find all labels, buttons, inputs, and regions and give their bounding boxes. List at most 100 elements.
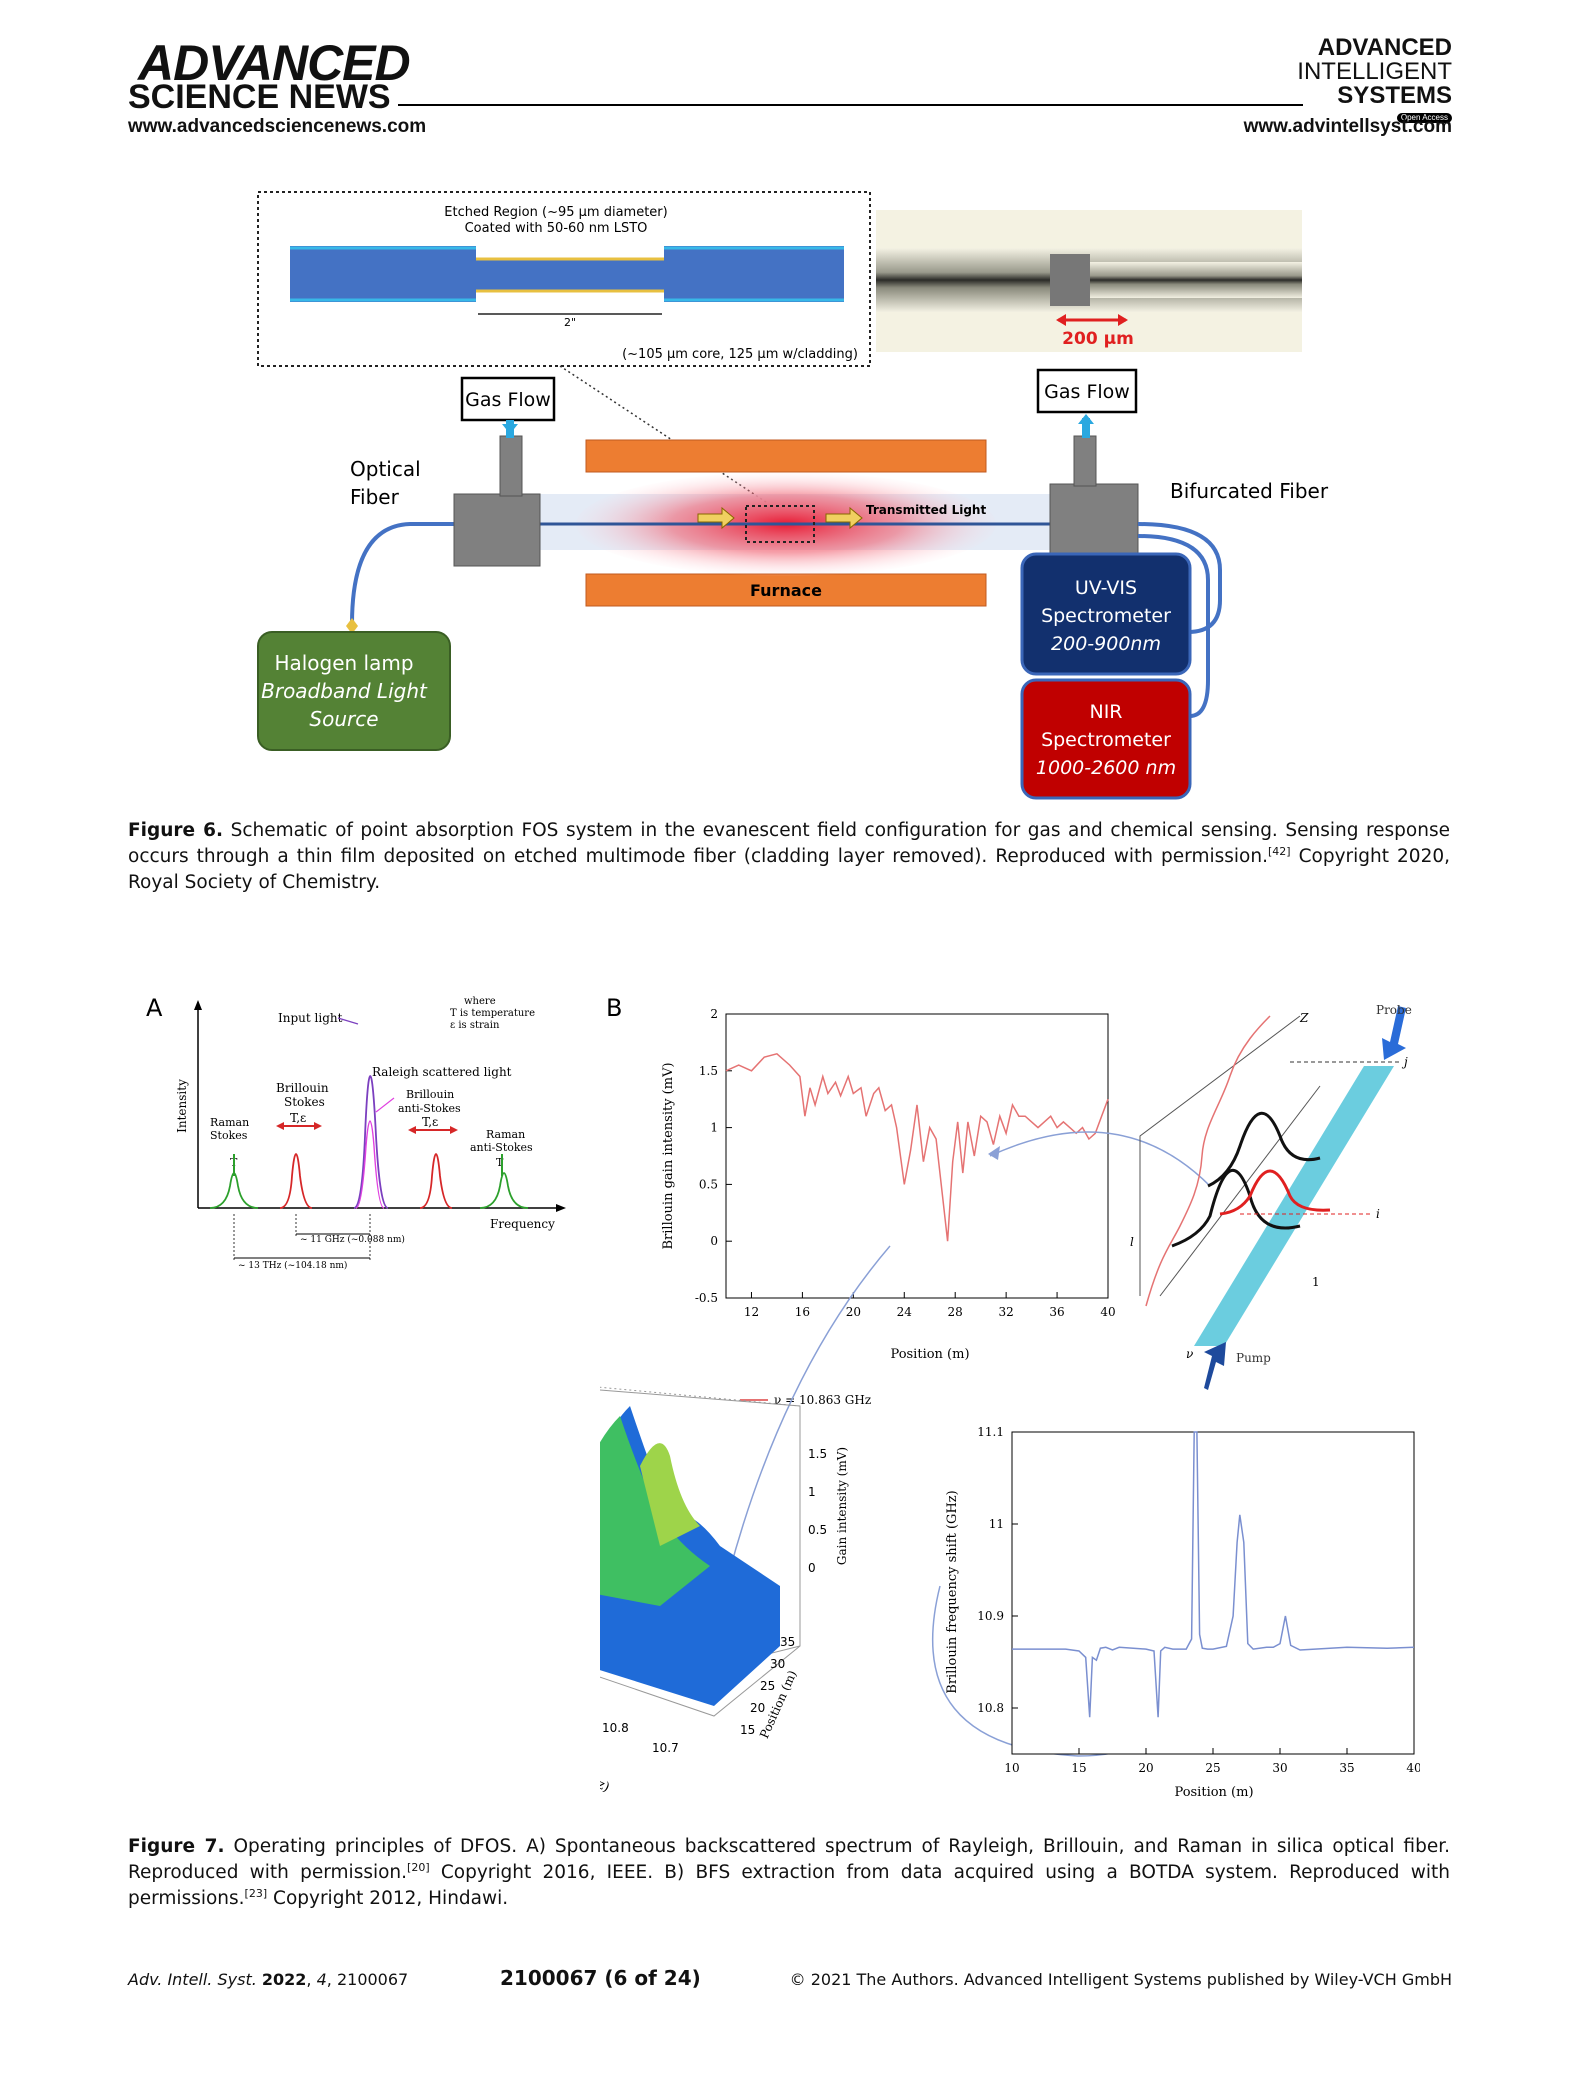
gain-chart-xtick-label: 28 bbox=[948, 1305, 963, 1319]
footer-copyright: © 2021 The Authors. Advanced Intelligent… bbox=[789, 1970, 1452, 1989]
url-right[interactable]: www.advintellsyst.com bbox=[1243, 116, 1452, 137]
a-where-3: ε is strain bbox=[450, 1020, 500, 1031]
figure-6-schematic: Etched Region (~95 µm diameter) Coated w… bbox=[257, 191, 1329, 800]
bfs-chart-xtick-label: 35 bbox=[1339, 1761, 1354, 1775]
a-raman-stokes-2: Stokes bbox=[210, 1129, 248, 1142]
probe-label: Probe bbox=[1376, 1003, 1412, 1017]
transmitted-label: Transmitted Light bbox=[866, 503, 986, 517]
gain-chart-frame bbox=[725, 1013, 1109, 1299]
logo-right-line2: INTELLIGENT bbox=[1297, 58, 1452, 85]
url-left[interactable]: www.advancedsciencenews.com bbox=[128, 116, 427, 137]
footer-year: 2022 bbox=[261, 1970, 307, 1989]
figure-7-caption-ref1[interactable]: [20] bbox=[407, 1860, 430, 1874]
gain-chart-ylabel: Brillouin gain intensity (mV) bbox=[661, 1062, 676, 1249]
figure-7-caption-tail: Copyright 2012, Hindawi. bbox=[267, 1888, 509, 1909]
figure-6-caption-label: Figure 6. bbox=[128, 820, 224, 841]
a-where-1: where bbox=[464, 996, 496, 1007]
a-11ghz-label: ~ 11 GHz (~0.088 nm) bbox=[300, 1234, 405, 1245]
gas-flow-left-label: Gas Flow bbox=[465, 389, 551, 411]
a-brill-anti-1: Brillouin bbox=[406, 1088, 454, 1101]
surface-gain-tick: 1 bbox=[808, 1485, 816, 1499]
nir-label-1: NIR bbox=[1089, 701, 1122, 723]
bfs-chart-ytick-label: 11 bbox=[989, 1517, 1004, 1531]
pulse-i bbox=[1219, 1169, 1331, 1216]
figure-7-caption-ref2[interactable]: [23] bbox=[244, 1886, 268, 1900]
halogen-lamp bbox=[257, 631, 451, 751]
surface-pos-tick: 35 bbox=[780, 1635, 795, 1649]
surface-gain-tick: 1.5 bbox=[808, 1447, 827, 1461]
gain-chart-xtick-label: 12 bbox=[744, 1305, 759, 1319]
surface-freq-tick: 10.7 bbox=[652, 1741, 679, 1755]
journal-logo-line2: SCIENCE NEWS bbox=[128, 78, 391, 116]
fiber-unetched-left bbox=[290, 246, 476, 302]
i-label: i bbox=[1376, 1207, 1380, 1221]
a-t-right: T bbox=[496, 1156, 504, 1169]
bfs-line-chart: Position (m) Brillouin frequency shift (… bbox=[945, 1425, 1420, 1800]
brillouin-stokes-peak bbox=[279, 1153, 313, 1209]
surface-pos-tick: 25 bbox=[760, 1679, 775, 1693]
figure-7a-spectrum: A Intensity Frequency where T is tempera… bbox=[146, 994, 566, 1271]
figure-7-caption: Figure 7. Operating principles of DFOS. … bbox=[128, 1834, 1450, 1912]
fiber-cylinder bbox=[1194, 1066, 1394, 1346]
surface-pos-tick: 30 bbox=[770, 1657, 785, 1671]
uvvis-spectrometer bbox=[1020, 552, 1192, 676]
gain-chart-ytick-label: 1 bbox=[710, 1121, 718, 1135]
journal-logo-right: ADVANCED INTELLIGENT SYSTEMS Open Access bbox=[1297, 36, 1452, 124]
inset-box bbox=[257, 191, 871, 367]
left-fitting bbox=[453, 493, 541, 567]
figure-6-caption-text: Schematic of point absorption FOS system… bbox=[128, 820, 1450, 867]
figure-6-caption-ref[interactable]: [42] bbox=[1267, 844, 1291, 858]
etched-label-1: Etched Region (~95 µm diameter) bbox=[444, 205, 667, 220]
scale-label: 200 µm bbox=[1062, 329, 1134, 349]
uvvis-label-1: UV-VIS bbox=[1075, 577, 1137, 599]
gain-chart-xtick-label: 36 bbox=[1049, 1305, 1064, 1319]
legend-label: ν = 10.863 GHz bbox=[774, 1393, 871, 1407]
a-raman-anti-2: anti-Stokes bbox=[470, 1141, 533, 1154]
a-brill-stokes-1: Brillouin bbox=[276, 1081, 329, 1095]
gain-line-chart: Position (m) Brillouin gain intensity (m… bbox=[661, 1007, 1116, 1407]
bifurcated-fiber-label: Bifurcated Fiber bbox=[1170, 479, 1329, 503]
lamp-label-2: Broadband Light bbox=[261, 679, 428, 703]
optical-fiber-label-1: Optical bbox=[350, 457, 421, 481]
fiber-unetched-right bbox=[664, 246, 844, 302]
raman-stokes-peak bbox=[209, 1172, 259, 1209]
bfs-chart-ytick-label: 10.9 bbox=[977, 1609, 1004, 1623]
pulse-j bbox=[1207, 1112, 1321, 1188]
footer-article: 2100067 bbox=[336, 1970, 409, 1989]
right-fitting bbox=[1049, 483, 1139, 557]
surface-gain-tick: 0.5 bbox=[808, 1523, 827, 1537]
uvvis-label-2: Spectrometer bbox=[1041, 605, 1171, 627]
j-label: j bbox=[1401, 1055, 1408, 1069]
a-intensity-label: Intensity bbox=[175, 1079, 189, 1133]
logo-right-line3: SYSTEMS bbox=[1337, 82, 1452, 109]
pump-arrow bbox=[1204, 1342, 1226, 1390]
nir-label-3: 1000-2600 nm bbox=[1036, 757, 1176, 779]
gain-chart-ytick-label: 0.5 bbox=[699, 1177, 718, 1191]
schematic-red-trace bbox=[1145, 1015, 1271, 1307]
a-te-left: T,ε bbox=[290, 1111, 306, 1125]
lamp-label-3: Source bbox=[309, 707, 378, 731]
bfs-chart-xtick-label: 25 bbox=[1205, 1761, 1220, 1775]
transmitted-arrow bbox=[825, 506, 863, 530]
bfs-chart-xtick-label: 30 bbox=[1272, 1761, 1287, 1775]
furnace-label: Furnace bbox=[750, 581, 822, 600]
bfs-chart-ytick-label: 11.1 bbox=[977, 1425, 1004, 1439]
pulse-1 bbox=[1171, 1168, 1301, 1248]
figure-7-caption-label: Figure 7. bbox=[128, 1836, 225, 1857]
bfs-chart-frame bbox=[1011, 1431, 1415, 1755]
gas-flow-right-label: Gas Flow bbox=[1044, 381, 1130, 403]
bfs-chart-xtick-label: 40 bbox=[1406, 1761, 1420, 1775]
a-brill-anti-2: anti-Stokes bbox=[398, 1102, 461, 1115]
etched-zone-box bbox=[745, 505, 815, 543]
gain-chart-ytick-label: 2 bbox=[710, 1007, 718, 1021]
header-rule bbox=[398, 104, 1303, 106]
furnace-top bbox=[585, 439, 987, 473]
a-frequency-label: Frequency bbox=[490, 1217, 555, 1231]
logo-right-line1: ADVANCED bbox=[1317, 34, 1452, 61]
gain-series-line bbox=[725, 1052, 1109, 1242]
length-label: 2" bbox=[564, 316, 576, 329]
journal-logo-line1: ADVANCED bbox=[138, 35, 411, 91]
gain-chart-xtick-label: 40 bbox=[1100, 1305, 1115, 1319]
panel-a-label: A bbox=[146, 994, 163, 1022]
